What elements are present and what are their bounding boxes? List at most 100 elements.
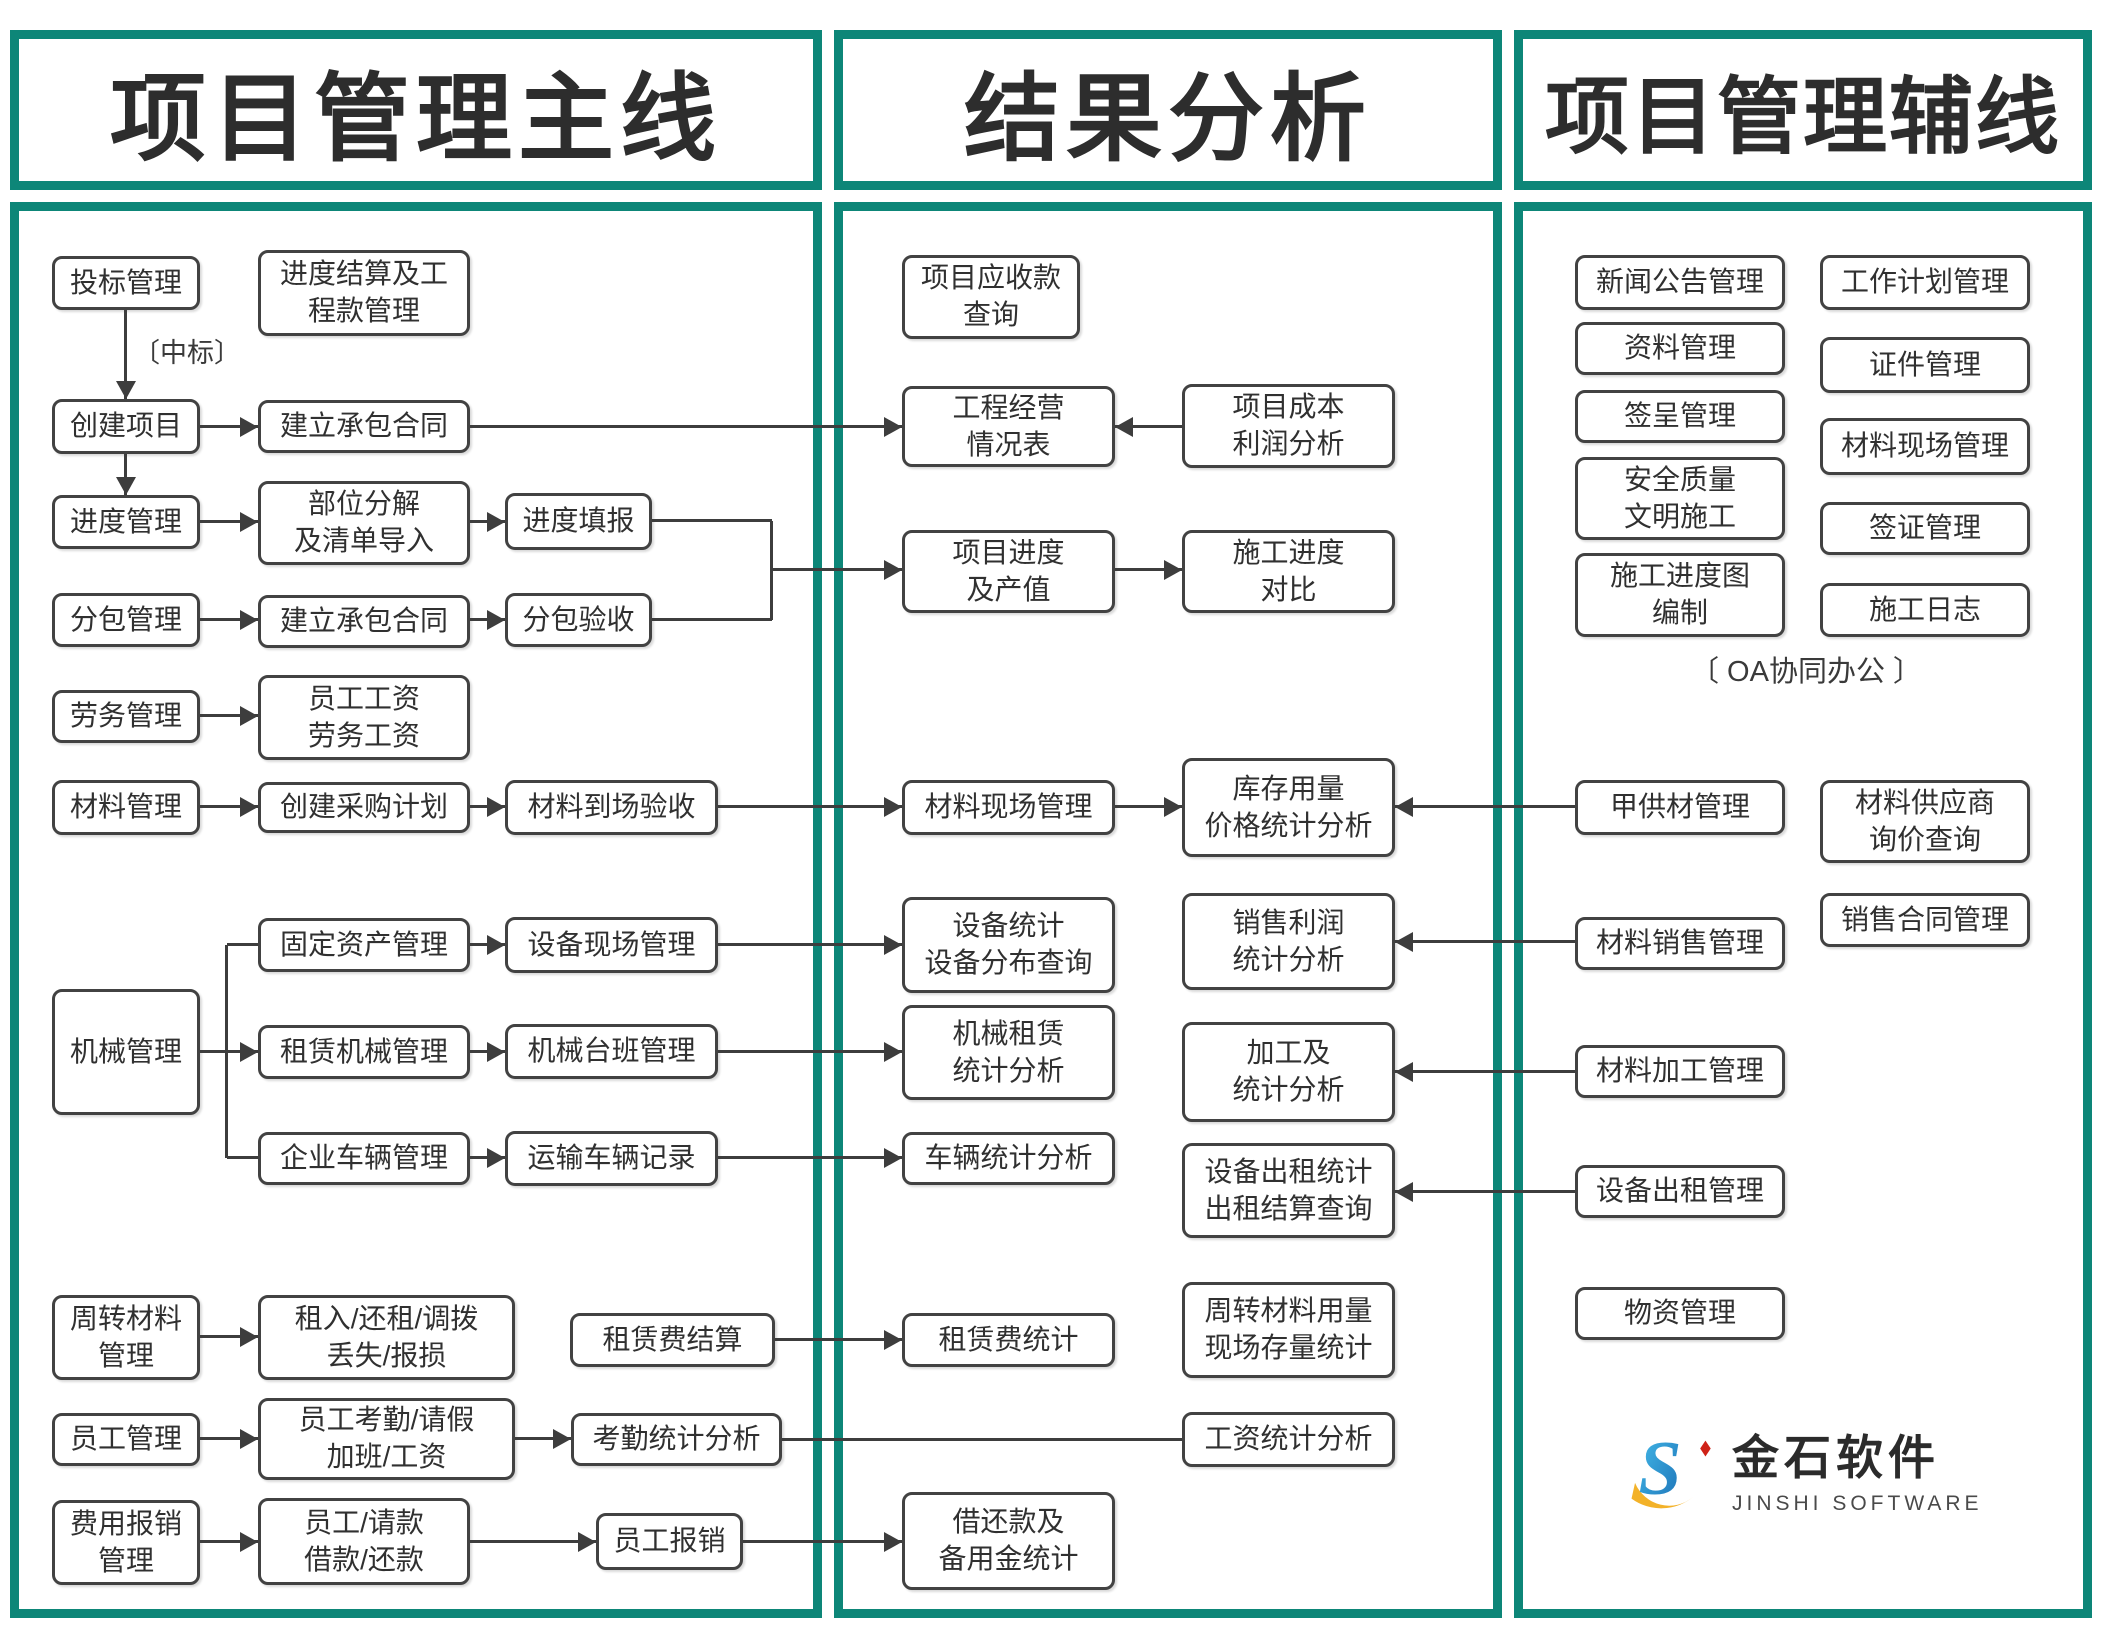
node-progress: 进度管理 [52,495,200,549]
connector-line [1395,1190,1575,1193]
node-decompose: 部位分解 及清单导入 [258,481,470,565]
header-frame-main: 项目管理主线 [10,30,822,190]
header-frame-analysis: 结果分析 [834,30,1502,190]
connector-line [200,1437,258,1440]
arrowhead-right [578,1532,596,1552]
jinshi-logo-text: 金石软件 JINSHI SOFTWARE [1732,1419,1983,1516]
node-turnover_stat: 周转材料用量 现场存量统计 [1182,1282,1395,1378]
arrowhead-right [240,512,258,532]
node-jiagong: 甲供材管理 [1575,780,1785,835]
win-bid-label: 〔中标〕 [133,338,241,368]
arrowhead-right [884,935,902,955]
connector-line [200,618,258,621]
node-rentmach: 租赁机械管理 [258,1025,470,1079]
connector-line [200,1050,258,1053]
node-safety: 安全质量 文明施工 [1575,457,1785,540]
node-expense: 费用报销 管理 [52,1500,200,1585]
arrowhead-right [240,797,258,817]
node-rentfee_stat: 租赁费统计 [902,1313,1115,1367]
node-bid: 投标管理 [52,256,200,310]
node-qiancheng: 签呈管理 [1575,390,1785,443]
node-wuzi: 物资管理 [1575,1287,1785,1340]
node-attend_stat: 考勤统计分析 [571,1413,782,1466]
node-news: 新闻公告管理 [1575,255,1785,310]
arrowhead-right [553,1429,571,1449]
node-wages: 员工工资 劳务工资 [258,675,470,760]
node-matprocess: 材料加工管理 [1575,1045,1785,1098]
header-frame-aux: 项目管理辅线 [1514,30,2092,190]
node-log: 施工日志 [1820,583,2030,637]
connector-line [227,943,258,946]
arrowhead-right [240,610,258,630]
arrowhead-left [1395,797,1413,817]
arrowhead-right [884,1330,902,1350]
node-compare: 施工进度 对比 [1182,530,1395,613]
connector-line [124,454,127,495]
node-operating: 工程经营 情况表 [902,386,1115,467]
node-labor: 劳务管理 [52,690,200,743]
node-matsite_b: 材料现场管理 [1820,418,2030,475]
connector-line [200,805,258,808]
node-supplier: 材料供应商 询价查询 [1820,780,2030,863]
node-matsales: 材料销售管理 [1575,917,1785,970]
connector-line [1395,1070,1575,1073]
arrowhead-down [116,477,136,495]
node-machrent_stat: 机械租赁 统计分析 [902,1005,1115,1100]
column-title-main: 项目管理主线 [110,65,722,173]
connector-line [227,1156,258,1159]
node-machine: 机械管理 [52,989,200,1115]
node-loan: 员工/请款 借款/还款 [258,1498,470,1585]
arrowhead-right [240,1429,258,1449]
node-docs: 资料管理 [1575,322,1785,375]
node-matsite_a: 材料现场管理 [902,780,1115,835]
node-salesprofit: 销售利润 统计分析 [1182,893,1395,990]
node-subaccept: 分包验收 [505,593,652,647]
node-fill: 进度填报 [505,493,652,550]
connector-line [718,1156,902,1159]
node-reimburse: 员工报销 [596,1513,743,1570]
arrowhead-right [1164,560,1182,580]
node-receivable: 项目应收款 查询 [902,255,1080,339]
arrowhead-right [884,560,902,580]
connector-line [124,310,127,399]
node-rentin: 租入/还租/调拨 丢失/报损 [258,1295,515,1380]
node-material: 材料管理 [52,780,200,835]
node-equipsite: 设备现场管理 [505,917,718,973]
node-contract1: 建立承包合同 [258,400,470,453]
connector-line [782,1438,1182,1441]
node-arrival: 材料到场验收 [505,780,718,835]
node-rentfee_settle: 租赁费结算 [570,1313,775,1367]
connector-line [1395,940,1575,943]
node-proj_progress: 项目进度 及产值 [902,530,1115,613]
arrowhead-right [884,797,902,817]
connector-line [1395,805,1575,808]
node-costprofit: 项目成本 利润分析 [1182,384,1395,468]
arrowhead-right [487,935,505,955]
column-title-aux: 项目管理辅线 [1544,71,2061,165]
arrowhead-right [487,797,505,817]
connector-line [200,520,258,523]
connector-line [718,805,902,808]
node-transport: 运输车辆记录 [505,1131,718,1186]
node-equiprent_mgmt: 设备出租管理 [1575,1165,1785,1218]
arrowhead-right [487,1042,505,1062]
node-salescontract: 销售合同管理 [1820,893,2030,947]
connector-line [225,945,228,1158]
arrowhead-right [240,1532,258,1552]
connector-line [775,1338,902,1341]
connector-line [652,618,772,621]
arrowhead-right [487,1148,505,1168]
connector-line [718,943,902,946]
arrowhead-right [240,1042,258,1062]
oa-collaboration-label: 〔 OA协同办公 〕 [1689,656,1922,688]
node-processing: 加工及 统计分析 [1182,1022,1395,1122]
connector-line [515,1437,571,1440]
logo-name-cn: 金石软件 [1732,1430,1940,1484]
connector-line [1115,805,1182,808]
arrowhead-right [240,417,258,437]
connector-line [1115,425,1182,428]
jinshi-logo: S 金石软件 JINSHI SOFTWARE [1628,1418,1983,1516]
node-inventory: 库存用量 价格统计分析 [1182,758,1395,857]
node-certs: 证件管理 [1820,337,2030,393]
